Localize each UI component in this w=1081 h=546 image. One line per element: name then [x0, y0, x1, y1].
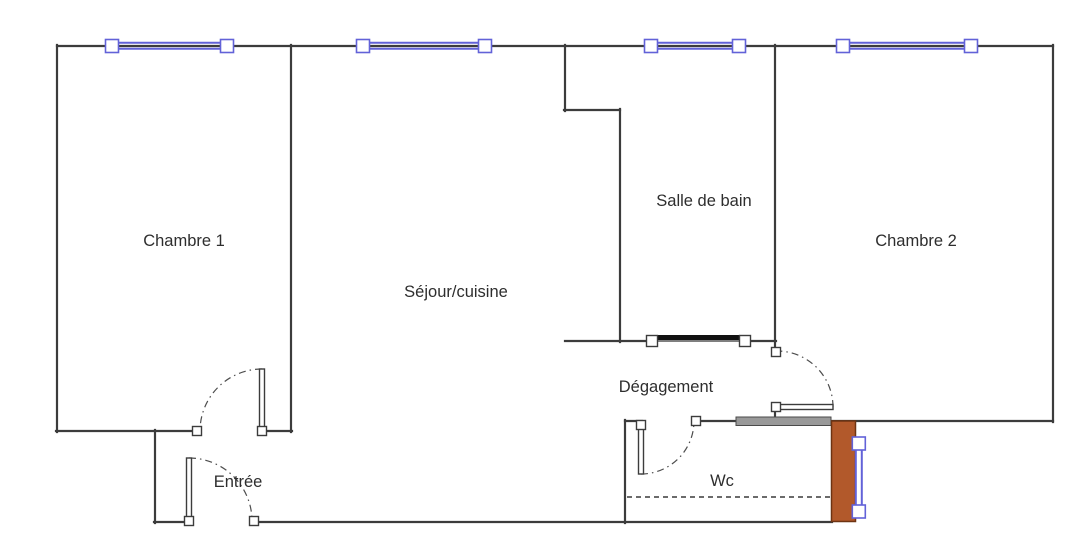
door-jamb-square: [770, 401, 782, 413]
window-end-square: [643, 38, 659, 54]
window-end-square: [219, 38, 235, 54]
window-end-square: [851, 436, 867, 451]
door-chambre1: [191, 368, 268, 437]
door-leaf: [776, 403, 834, 411]
window-end-square: [355, 38, 371, 54]
room-label-salle-de-bain: Salle de bain: [656, 192, 751, 210]
window-end-square: [851, 504, 867, 519]
window-chambre1: [104, 38, 235, 54]
walls: [54, 43, 1055, 525]
door-swing-arc: [188, 457, 253, 522]
door-jamb-square: [690, 415, 702, 427]
door-jamb-square: [645, 334, 659, 348]
door-jamb-square: [256, 425, 268, 437]
door-jamb-square: [635, 419, 647, 431]
door-leaf: [185, 457, 193, 522]
door-swing-arc: [640, 420, 695, 475]
window-salle-de-bain: [643, 38, 747, 54]
window-end-square: [731, 38, 747, 54]
door-swing-arc: [199, 368, 263, 432]
door-chambre2: [770, 346, 834, 413]
door-jamb-square: [183, 515, 195, 527]
gray-wall-segment: [735, 416, 832, 426]
room-labels: Chambre 1 Séjour/cuisine Salle de bain C…: [143, 192, 957, 491]
room-label-entree: Entrée: [214, 473, 263, 491]
door-entree: [183, 457, 260, 527]
door-leaf: [258, 368, 266, 432]
room-label-sejour-cuisine: Séjour/cuisine: [404, 283, 508, 301]
window-end-square: [963, 38, 979, 54]
window-end-square: [477, 38, 493, 54]
door-wc: [635, 415, 702, 475]
door-jamb-square: [770, 346, 782, 358]
door-jamb-square: [248, 515, 260, 527]
window-right-vertical: [851, 436, 867, 519]
door-swing-arc: [776, 350, 834, 408]
window-end-square: [104, 38, 120, 54]
room-label-chambre2: Chambre 2: [875, 232, 957, 250]
window-chambre2: [835, 38, 979, 54]
door-jamb-square: [738, 334, 752, 348]
window-sejour: [355, 38, 493, 54]
sliding-door-salle-de-bain: [645, 334, 752, 348]
room-label-degagement: Dégagement: [619, 378, 714, 396]
window-end-square: [835, 38, 851, 54]
door-leaf: [637, 423, 645, 475]
door-jamb-square: [191, 425, 203, 437]
room-label-chambre1: Chambre 1: [143, 232, 225, 250]
room-label-wc: Wc: [710, 472, 734, 490]
